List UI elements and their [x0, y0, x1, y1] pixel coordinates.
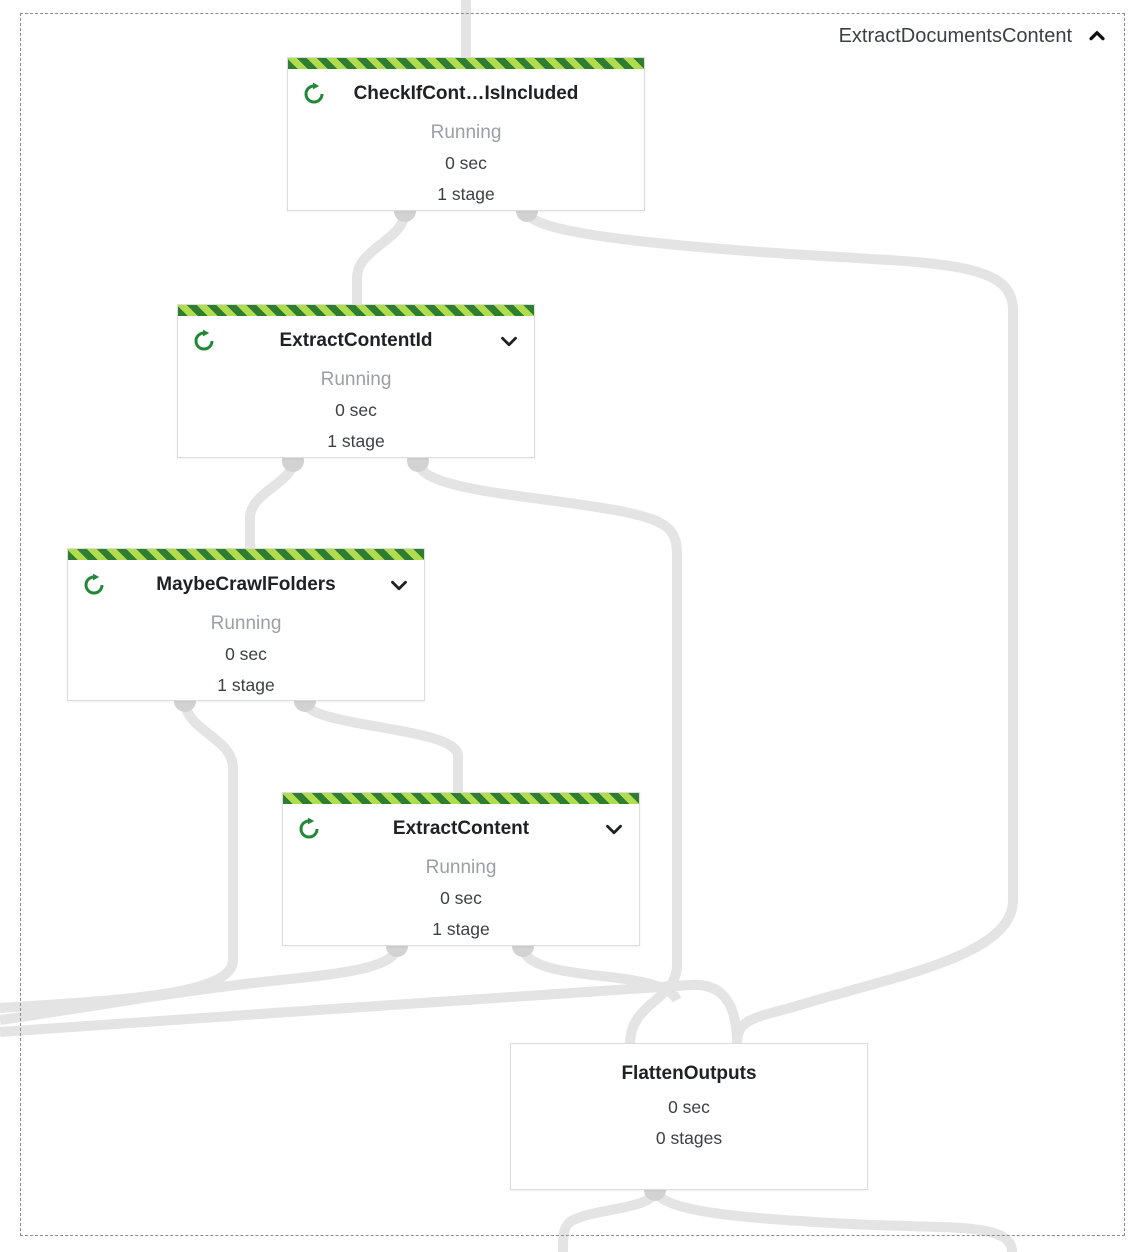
node-status: Running — [425, 857, 497, 878]
node-duration: 0 sec — [335, 400, 377, 420]
node-duration: 0 sec — [445, 153, 487, 173]
group-title: ExtractDocumentsContent — [838, 24, 1072, 47]
edge-flatten-out-right — [650, 1187, 1017, 1252]
node-flatten-outputs[interactable]: FlattenOutputs 0 sec 0 stages — [510, 1043, 868, 1190]
edge-node2-to-node3 — [245, 460, 298, 549]
node-extract-content-id[interactable]: ExtractContentId Running 0 sec 1 stage — [177, 304, 535, 458]
running-stripe-bar — [283, 793, 639, 804]
node-extract-content[interactable]: ExtractContent Running 0 sec 1 stage — [282, 792, 640, 946]
node-status: Running — [320, 369, 392, 390]
node-title-row: MaybeCrawlFolders — [68, 562, 424, 608]
node-title: FlattenOutputs — [621, 1063, 757, 1084]
edge-node3-exit-left — [0, 700, 238, 1013]
node-duration: 0 sec — [440, 888, 482, 908]
running-spinner-icon — [302, 82, 326, 106]
node-stages: 0 stages — [655, 1128, 723, 1148]
node-stages: 1 stage — [437, 184, 495, 204]
node-title-row: ExtractContentId — [178, 318, 534, 364]
node-stages: 1 stage — [217, 675, 275, 695]
chevron-down-icon[interactable] — [496, 328, 522, 354]
edge-node3-to-node4 — [300, 699, 463, 794]
chevron-down-icon[interactable] — [601, 816, 627, 842]
node-duration: 0 sec — [225, 644, 267, 664]
running-spinner-icon — [192, 329, 216, 353]
running-stripe-bar — [288, 58, 644, 69]
node-title-row: CheckIfCont…IsIncluded — [288, 71, 644, 117]
node-title-row: ExtractContent — [283, 806, 639, 852]
node-status: Running — [210, 613, 282, 634]
running-stripe-bar — [68, 549, 424, 560]
node-stages: 1 stage — [432, 919, 490, 939]
edge-node1-to-node2 — [352, 210, 410, 306]
edges — [0, 0, 1018, 1252]
node-title: ExtractContent — [392, 818, 530, 839]
edge-node2-to-flatten — [413, 459, 682, 1045]
node-title-row: FlattenOutputs — [511, 1056, 867, 1092]
node-maybe-crawl-folders[interactable]: MaybeCrawlFolders Running 0 sec 1 stage — [67, 548, 425, 701]
running-spinner-icon — [82, 573, 106, 597]
node-status: Running — [430, 122, 502, 143]
edge-node4-exit-left — [0, 945, 402, 1025]
group-header[interactable]: ExtractDocumentsContent — [839, 20, 1110, 52]
node-title: ExtractContentId — [279, 330, 433, 351]
node-title: MaybeCrawlFolders — [156, 574, 336, 595]
node-duration: 0 sec — [668, 1097, 710, 1117]
running-stripe-bar — [178, 305, 534, 316]
running-spinner-icon — [297, 817, 321, 841]
edge-left-input-to-flatten — [0, 979, 742, 1045]
edge-node1-to-flatten — [522, 209, 1018, 1045]
chevron-down-icon[interactable] — [386, 572, 412, 598]
node-title: CheckIfCont…IsIncluded — [353, 83, 579, 104]
node-stages: 1 stage — [327, 431, 385, 451]
collapse-icon[interactable] — [1084, 23, 1110, 49]
edge-flatten-out-left — [558, 1188, 660, 1252]
